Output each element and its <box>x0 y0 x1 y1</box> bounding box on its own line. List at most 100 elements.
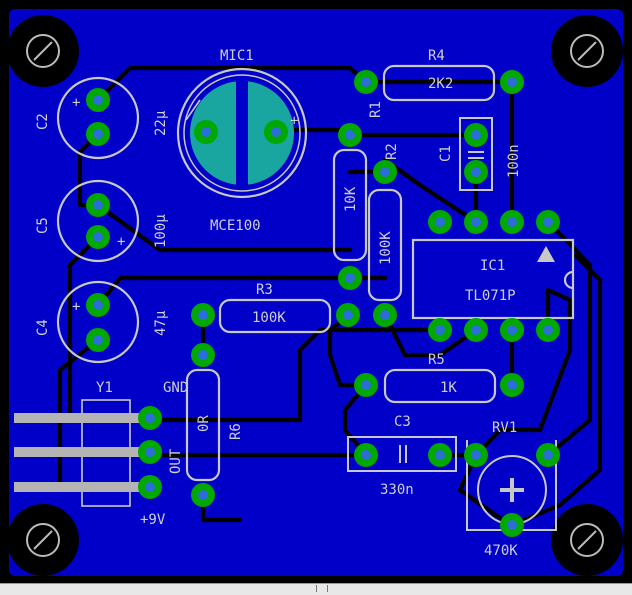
pad-c5-1 <box>86 193 110 217</box>
c4-reference: C4 <box>35 319 51 336</box>
microphone-mic1: MIC1 MCE100 + <box>176 48 308 234</box>
out-label: OUT <box>168 448 184 474</box>
mic1-plus-label: + <box>290 113 298 129</box>
ic-ic1: IC1 TL071P <box>411 238 575 320</box>
pad-c3-1 <box>354 443 378 467</box>
pad-y1-9v <box>138 475 162 499</box>
pad-y1-gnd <box>138 406 162 430</box>
y1-pin-out-lead <box>14 447 150 457</box>
r2-value: 100K <box>378 231 394 265</box>
capacitor-c4: + C4 47µ <box>35 280 169 364</box>
pad-rv1-1 <box>464 443 488 467</box>
r1-reference: R1 <box>368 101 384 118</box>
c5-plus-label: + <box>117 234 125 250</box>
pad-r6-2 <box>191 483 215 507</box>
pad-ic1-2 <box>464 318 488 342</box>
mic1-value: MCE100 <box>210 218 261 234</box>
ic1-value: TL071P <box>465 288 516 304</box>
pad-c4-2 <box>86 328 110 352</box>
pad-c3-2 <box>428 443 452 467</box>
pad-r5-1 <box>354 373 378 397</box>
c2-reference: C2 <box>35 113 51 130</box>
pad-c2-1 <box>86 88 110 112</box>
pad-ic1-4 <box>536 318 560 342</box>
pad-ic1-5 <box>536 210 560 234</box>
resistor-r5: R5 1K <box>383 352 497 404</box>
pads <box>86 70 560 537</box>
pad-c1-2 <box>464 160 488 184</box>
r4-value: 2K2 <box>428 76 453 92</box>
pad-ic1-6 <box>500 210 524 234</box>
r6-reference: R6 <box>228 423 244 440</box>
c1-value: 100n <box>506 144 522 178</box>
r3-value: 100K <box>252 310 286 326</box>
board-substrate <box>9 9 623 576</box>
pad-r2-1 <box>373 160 397 184</box>
pad-r6-1 <box>191 343 215 367</box>
pad-y1-out <box>138 440 162 464</box>
pad-rv1-3 <box>500 513 524 537</box>
c4-value: 47µ <box>153 310 169 336</box>
c2-value: 22µ <box>153 110 169 136</box>
status-strip-marker <box>316 585 328 592</box>
c5-value: 100µ <box>153 214 169 248</box>
resistor-r2: R2 100K <box>367 143 403 302</box>
pad-c1-1 <box>464 123 488 147</box>
resistor-r1: R1 10K <box>332 101 384 262</box>
connector-y1: Y1 GND OUT +9V <box>14 380 188 528</box>
r5-reference: R5 <box>428 352 445 368</box>
pad-r5-2 <box>500 373 524 397</box>
pad-ic1-8 <box>428 210 452 234</box>
capacitor-c5: + C5 100µ <box>35 179 169 263</box>
resistor-r6: R6 0R <box>185 368 244 482</box>
resistor-r3: R3 100K <box>218 282 332 334</box>
mounting-hole-top-right <box>551 15 623 87</box>
pad-mic1-2 <box>264 120 288 144</box>
r3-reference: R3 <box>256 282 273 298</box>
y1-reference: Y1 <box>96 380 113 396</box>
mic1-reference: MIC1 <box>220 48 254 64</box>
r6-value: 0R <box>196 415 212 432</box>
pad-ic1-7 <box>464 210 488 234</box>
mounting-hole-bottom-right <box>551 504 623 576</box>
r5-value: 1K <box>440 380 457 396</box>
r1-value: 10K <box>343 186 359 212</box>
pad-c4-1 <box>86 293 110 317</box>
rv1-reference: RV1 <box>492 420 517 436</box>
c4-plus-label: + <box>72 299 80 315</box>
mounting-hole-bottom-left <box>7 504 79 576</box>
c5-reference: C5 <box>35 217 51 234</box>
c3-reference: C3 <box>394 414 411 430</box>
resistor-r4: R4 2K2 <box>382 48 496 102</box>
c1-reference: C1 <box>438 145 454 162</box>
pad-c2-2 <box>86 122 110 146</box>
capacitor-c2: + C2 22µ <box>35 76 169 160</box>
mounting-hole-top-left <box>7 15 79 87</box>
c2-plus-label: + <box>72 95 80 111</box>
c3-value: 330n <box>380 482 414 498</box>
y1-pin-9v-lead <box>14 482 150 492</box>
pad-c5-2 <box>86 225 110 249</box>
pad-rv1-2 <box>536 443 560 467</box>
pad-r4-1 <box>354 70 378 94</box>
y1-pin-gnd-lead <box>14 413 150 423</box>
status-strip <box>0 583 632 595</box>
pad-r1-1 <box>338 123 362 147</box>
rv1-value: 470K <box>484 543 518 559</box>
ic1-reference: IC1 <box>480 258 505 274</box>
plus9v-label: +9V <box>140 512 166 528</box>
r2-reference: R2 <box>384 143 400 160</box>
capacitor-c3: C3 330n <box>347 414 457 498</box>
pad-mic1-1 <box>194 120 218 144</box>
pad-r2-2 <box>373 303 397 327</box>
pad-r3-1 <box>191 303 215 327</box>
pad-ic1-1 <box>428 318 452 342</box>
pad-r3-2 <box>336 303 360 327</box>
gnd-label: GND <box>163 380 188 396</box>
pad-ic1-3 <box>500 318 524 342</box>
r4-reference: R4 <box>428 48 445 64</box>
capacitor-c1: C1 100n <box>438 117 522 191</box>
pad-r4-2 <box>500 70 524 94</box>
pad-r1-2 <box>338 266 362 290</box>
